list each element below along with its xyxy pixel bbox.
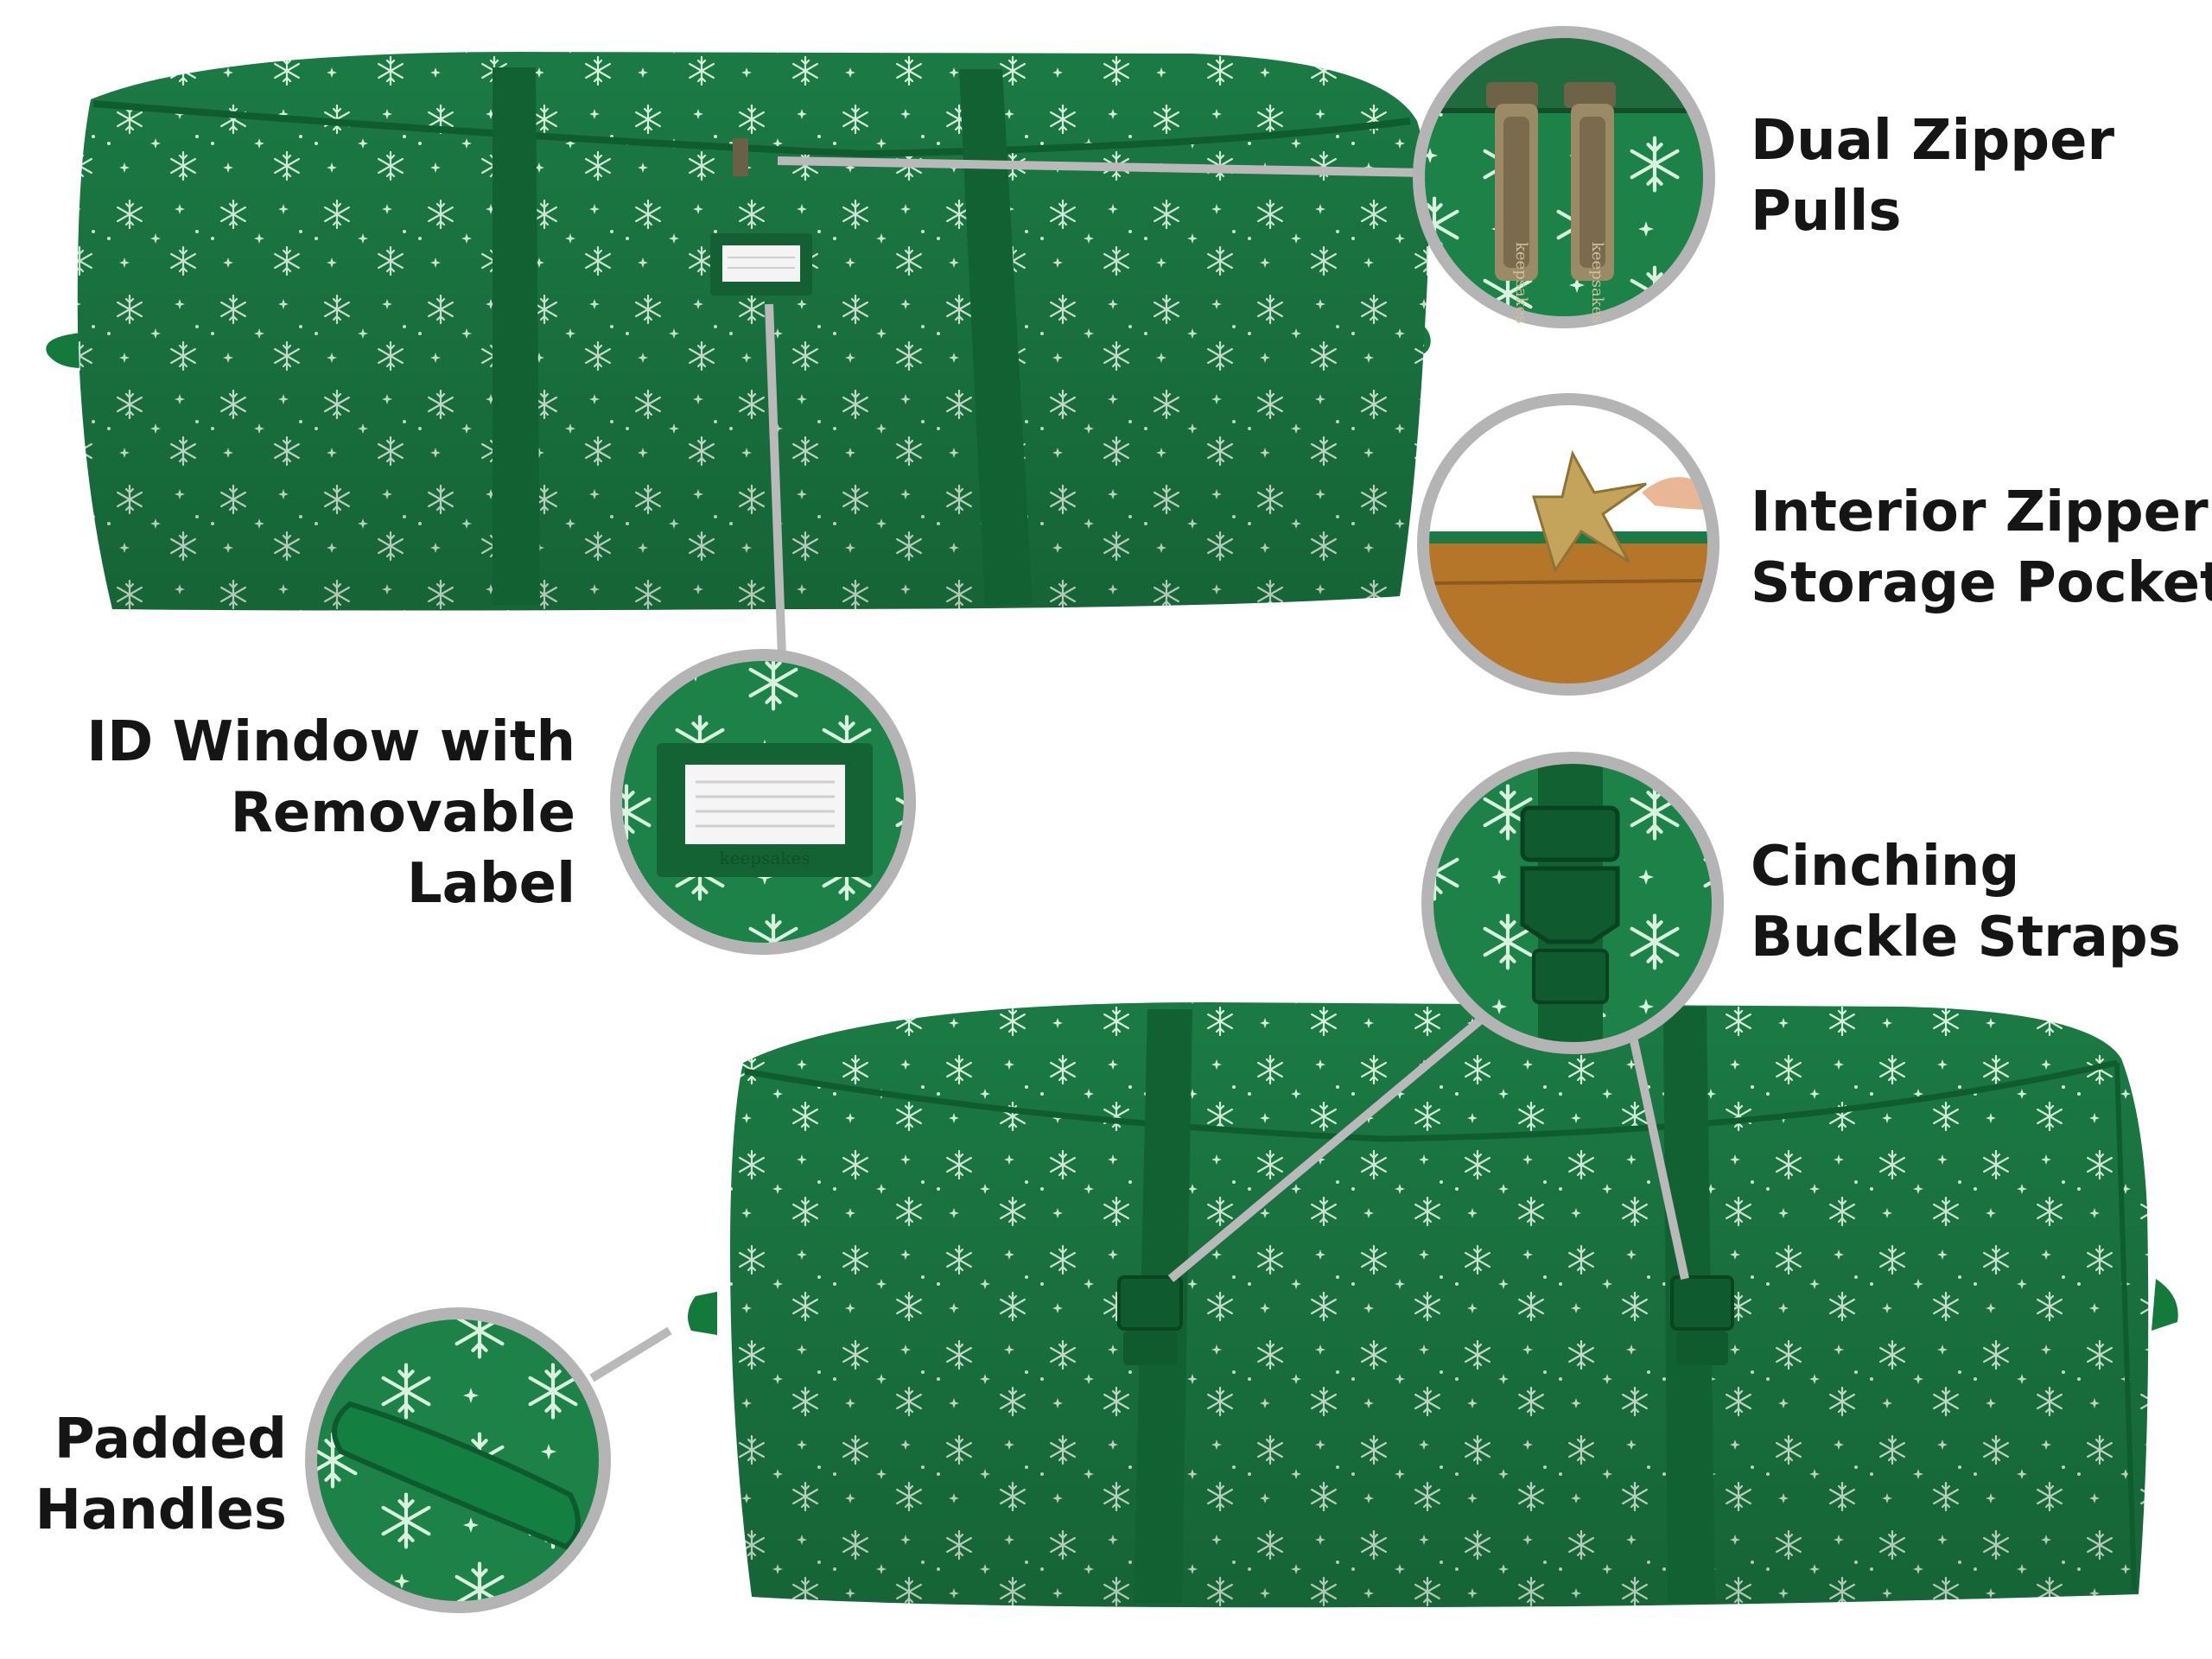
id-window-label-line1: ID Window with [86,710,575,774]
top-bag [46,52,1431,611]
id-window-leader-line [765,303,786,658]
zipper-brand-text-2: keepsakes [1588,242,1606,324]
id-window-label-line3: Label [406,852,575,916]
cinching-label-line2: Buckle Straps [1751,906,2181,969]
padded-handles-label: Padded Handles [35,1404,287,1546]
dual-zipper-label-line1: Dual Zipper [1751,109,2115,173]
buckle-icon [1421,752,1724,1054]
padded-handles-label-line1: Padded [54,1408,287,1471]
padded-handles-label-line2: Handles [35,1478,287,1542]
dual-zipper-label: Dual Zipper Pulls [1751,105,2114,247]
cinching-label: Cinching Buckle Straps [1751,831,2181,973]
dual-zipper-label-line2: Pulls [1751,180,1902,244]
id-window-label-line2: Removable [230,781,575,845]
buckle-leader-line-right [1629,1035,1689,1281]
id-window-brand-text: keepsakes [720,848,810,868]
interior-pocket-icon [1417,393,1719,696]
cinching-label-line1: Cinching [1751,835,2020,899]
zipper-leader-line [777,156,1427,177]
handle-leader-line [589,1326,672,1382]
interior-pocket-label-line2: Storage Pocket [1751,551,2212,615]
interior-pocket-label: Interior Zipper Storage Pocket [1751,477,2212,619]
id-window-label: ID Window with Removable Label [86,707,575,919]
id-window-icon [610,649,916,955]
zipper-brand-text: keepsakes [1512,242,1530,324]
buckle-leader-line-left [1167,1012,1490,1282]
zipper-pulls-icon [1413,26,1715,328]
interior-pocket-label-line1: Interior Zipper [1751,480,2209,544]
bottom-bag [688,1002,2178,1608]
handle-icon [305,1307,611,1613]
